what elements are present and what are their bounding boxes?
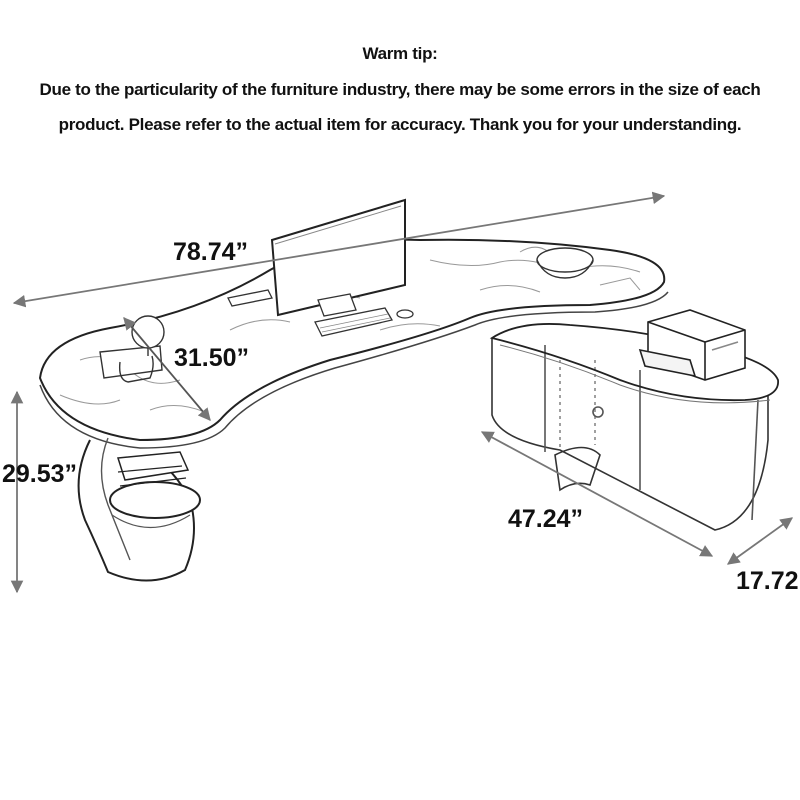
dimension-label-return-length: 47.24” [508, 505, 583, 533]
dimension-label-total-length: 78.74” [173, 238, 248, 266]
pedestal-base [77, 437, 201, 582]
dimension-total-length: 78.74” [12, 191, 666, 308]
printer-icon [638, 309, 746, 381]
warm-tip-title: Warm tip: [362, 44, 438, 63]
dimension-return-length: 47.24” [480, 431, 714, 557]
dimension-depth: 31.50” [123, 317, 249, 421]
warm-tip-line-1: Due to the particularity of the furnitur… [39, 80, 761, 99]
lamp-icon [99, 315, 165, 383]
dimension-return-depth: 17.72” [726, 517, 800, 595]
dimension-label-depth: 31.50” [174, 344, 249, 372]
cable-slot [227, 289, 273, 307]
keyboard-icon [314, 307, 394, 337]
bowl-icon [536, 247, 594, 279]
cabinet-top [489, 323, 779, 404]
warm-tip-line-2: product. Please refer to the actual item… [58, 115, 742, 134]
dimension-height: 29.53” [2, 390, 77, 594]
dimension-label-return-depth: 17.72” [736, 567, 800, 595]
dimension-label-height: 29.53” [2, 460, 77, 488]
